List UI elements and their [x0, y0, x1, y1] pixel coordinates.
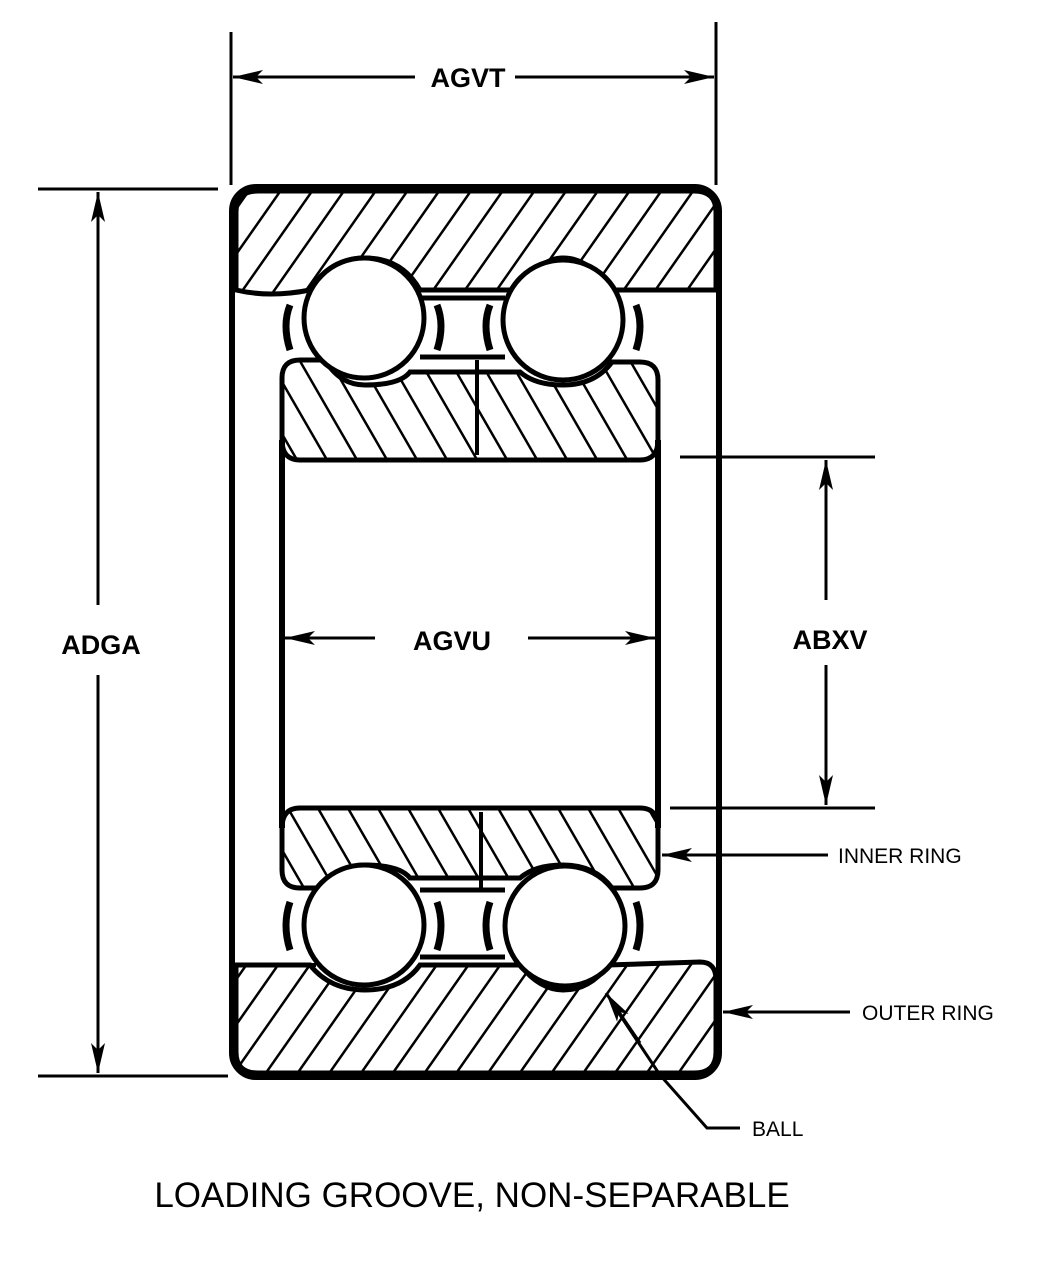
- callout-inner-ring: INNER RING: [662, 845, 962, 868]
- outer-ring-bottom-section: [233, 959, 719, 1076]
- dimension-agvu: AGVU: [285, 626, 655, 656]
- dimension-abxv: ABXV: [792, 460, 868, 805]
- bore-outline: [279, 440, 661, 828]
- diagram-title: LOADING GROOVE, NON-SEPARABLE: [154, 1176, 789, 1215]
- balls: [301, 255, 628, 989]
- inner-ring-split-lines: [475, 360, 483, 888]
- outer-ring-outline: [229, 184, 722, 1080]
- agvu-label: AGVU: [413, 626, 491, 656]
- extension-lines: [38, 22, 875, 1078]
- ball-top-left: [301, 255, 427, 381]
- inner-ring-label: INNER RING: [838, 845, 962, 868]
- ball-label: BALL: [752, 1118, 803, 1141]
- ball-bottom-right: [502, 863, 628, 989]
- callout-ball: BALL: [604, 992, 803, 1141]
- cage: [236, 288, 710, 967]
- dimension-adga: ADGA: [61, 192, 141, 1073]
- adga-label: ADGA: [61, 630, 141, 660]
- outer-ring-top-section: [233, 188, 719, 297]
- dimension-agvt: AGVT: [233, 63, 714, 93]
- ball-bottom-left: [301, 862, 427, 988]
- ball-top-right: [500, 257, 626, 383]
- outer-ring-label: OUTER RING: [862, 1002, 994, 1025]
- agvt-label: AGVT: [430, 63, 506, 93]
- abxv-label: ABXV: [792, 625, 867, 655]
- callout-outer-ring: OUTER RING: [723, 1002, 994, 1025]
